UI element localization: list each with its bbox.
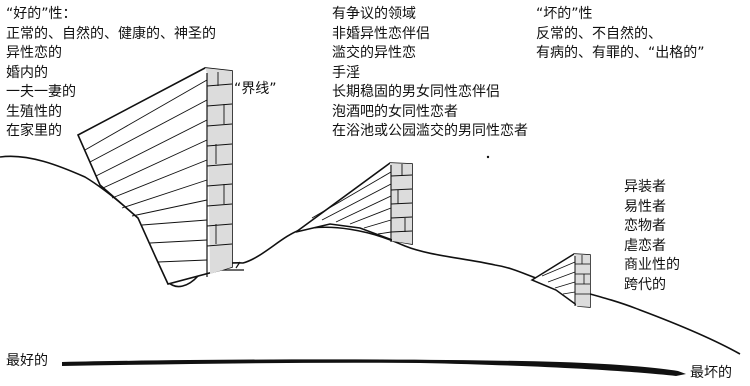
scale-right-label: 最坏的 bbox=[690, 365, 732, 381]
lowest-item: 跨代的 bbox=[624, 276, 666, 293]
contested-item: 有争议的领域 bbox=[332, 6, 416, 22]
lowest-item: 异装者 bbox=[624, 179, 666, 195]
stray-dot bbox=[486, 155, 490, 159]
lowest-item: 恋物者 bbox=[624, 218, 666, 234]
good-sex-item: 在家里的 bbox=[6, 123, 62, 139]
bad-sex-item: 有病的、有罪的、“出格的” bbox=[536, 45, 705, 61]
boundary-label: “界线” bbox=[234, 81, 277, 97]
scale-bar bbox=[62, 359, 686, 376]
contested-item: 在浴池或公园滥交的男同性恋者 bbox=[332, 123, 528, 139]
wall-middle-boundary bbox=[295, 162, 413, 245]
bad-sex-block: “坏的”性 反常的、不自然的、 有病的、有罪的、“出格的” bbox=[536, 5, 705, 64]
contested-item: 非婚异性恋伴侣 bbox=[332, 25, 430, 42]
lowest-item: 商业性的 bbox=[624, 257, 680, 273]
good-sex-block: “好的”性： 正常的、自然的、健康的、神圣的 异性恋的 婚内的 一夫一妻的 生殖… bbox=[6, 5, 216, 142]
contested-item: 滥交的异性恋 bbox=[332, 45, 416, 61]
scale-left-label: 最好的 bbox=[6, 353, 48, 369]
good-sex-item: 正常的、自然的、健康的、神圣的 bbox=[6, 25, 216, 42]
contested-item: 泡酒吧的女同性恋者 bbox=[332, 103, 458, 120]
wall-good-boundary bbox=[76, 67, 233, 285]
wall-bad-boundary bbox=[530, 253, 591, 308]
bad-sex-heading: “坏的”性 bbox=[536, 6, 593, 22]
lowest-item: 易性者 bbox=[624, 198, 666, 215]
contested-item: 手淫 bbox=[332, 64, 360, 81]
bad-sex-item: 反常的、不自然的、 bbox=[536, 25, 662, 42]
lowest-block: 异装者 易性者 恋物者 虐恋者 商业性的 跨代的 bbox=[624, 178, 680, 295]
lowest-item: 虐恋者 bbox=[624, 237, 666, 254]
good-sex-heading: “好的”性： bbox=[6, 6, 77, 22]
good-sex-item: 婚内的 bbox=[6, 64, 48, 81]
contested-zone-block: 有争议的领域 非婚异性恋伴侣 滥交的异性恋 手淫 长期稳固的男女同性恋伴侣 泡酒… bbox=[332, 5, 528, 142]
good-sex-item: 异性恋的 bbox=[6, 45, 62, 61]
good-sex-item: 生殖性的 bbox=[6, 103, 62, 120]
good-sex-item: 一夫一妻的 bbox=[6, 84, 76, 100]
contested-item: 长期稳固的男女同性恋伴侣 bbox=[332, 84, 500, 100]
